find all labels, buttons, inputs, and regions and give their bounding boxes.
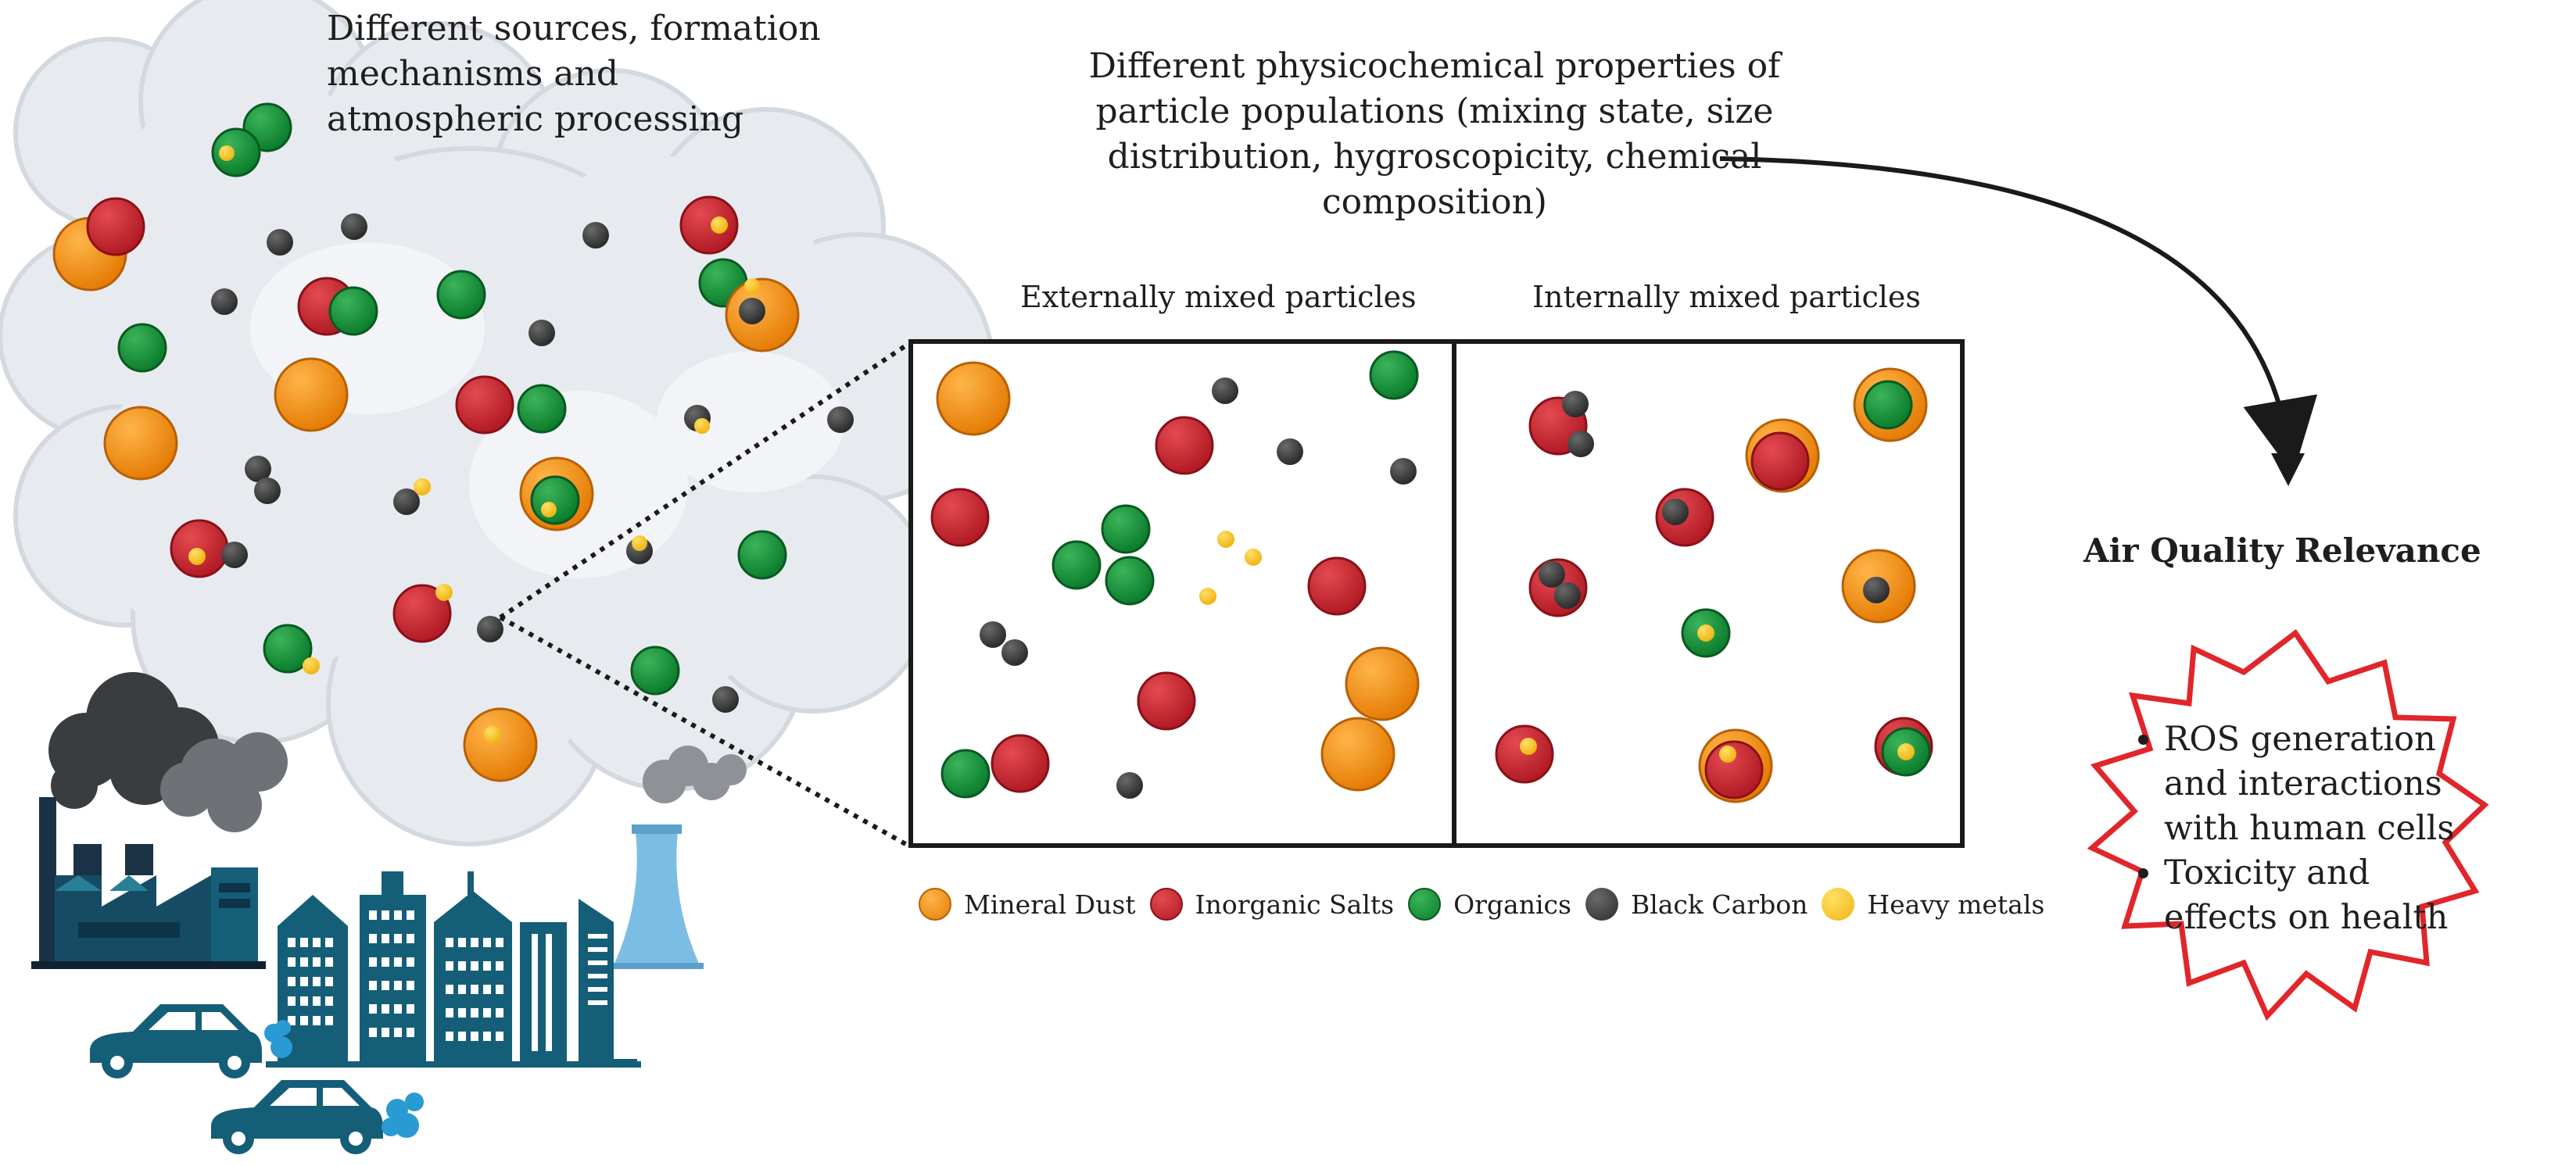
cooling-tower-icon [610,824,704,969]
heavy-metal-particle [435,584,453,601]
organic-particle [630,646,680,696]
bc-particle [254,477,281,504]
zoom-lines [499,342,910,848]
internal-particles [1495,367,1933,803]
bc-particle [528,320,555,346]
legend-label: Black Carbon [1630,889,1808,920]
external-particles [930,350,1420,799]
legend: Mineral Dust Inorganic Salts Organics Bl… [919,888,2058,921]
car-icon [90,1004,292,1078]
heavy-metal-particle [694,418,710,434]
arrow-head-icon [2271,453,2305,486]
bc-particle [393,488,420,515]
air-quality-bullets: ROS generation and interactions with hum… [2120,717,2461,940]
heavy-metal-particle [711,216,728,234]
salt-particle [86,197,145,256]
organic-particle [117,323,167,373]
organic-particle [737,530,787,580]
bc-particle [582,222,609,249]
black-carbon-swatch [1585,888,1618,921]
heavy-metal-particle [541,502,557,517]
cloud-particles [52,102,854,782]
organic-particle [263,624,313,674]
organic-particle [436,270,486,320]
bc-particle [712,686,739,713]
car-icon [211,1080,424,1154]
bc-particle [267,229,293,256]
legend-label: Organics [1453,889,1571,920]
heavy-metal-particle [188,548,206,565]
starburst-shape [2087,628,2489,1021]
bc-particle [341,213,367,240]
legend-item-inorganic-salts: Inorganic Salts [1149,888,1395,921]
organic-particle [211,127,261,177]
air-quality-title: Air Quality Relevance [2083,531,2481,570]
salt-particle [679,195,739,255]
properties-text: Different physicochemical properties of … [1088,46,1781,222]
legend-label: Heavy metals [1867,889,2045,920]
internal-mix-title: Internally mixed particles [1532,280,1921,314]
dust-particle [103,406,178,481]
organic-particle [517,384,567,434]
salt-particle [455,375,514,435]
sources-text: Different sources, formation mechanisms … [327,9,821,139]
legend-item-mineral-dust: Mineral Dust [919,888,1136,921]
mineral-dust-swatch [919,888,951,921]
salt-particle [392,584,452,643]
bc-particle [221,542,248,568]
dust-particle [463,707,538,782]
heavy-metal-particle [414,478,431,495]
legend-item-organics: Organics [1408,888,1571,921]
dust-particle [274,357,349,432]
bullet-item: Toxicity and effects on health [2164,851,2461,940]
legend-label: Inorganic Salts [1195,889,1395,920]
heavy-metal-particle [484,726,501,743]
inorganic-salts-swatch [1149,888,1183,921]
bc-particle [211,288,238,315]
legend-item-black-carbon: Black Carbon [1585,888,1807,921]
organic-particle [530,475,580,525]
heavy-metal-particle [303,657,320,674]
organic-particle [328,286,378,336]
heavy-metal-particle [744,278,760,294]
bc-particle [477,616,503,642]
bullet-item: ROS generation and interactions with hum… [2164,717,2461,851]
heavy-metal-particle [219,145,235,161]
legend-label: Mineral Dust [964,889,1136,920]
bc-particle [827,406,854,433]
curved-arrow [1719,156,2318,475]
legend-item-heavy-metals: Heavy metals [1822,888,2044,921]
factory-icon [31,672,747,969]
bc-particle [245,456,271,482]
organics-swatch [1408,888,1442,921]
external-mix-title: Externally mixed particles [1020,280,1417,314]
heavy-metals-swatch [1822,888,1855,921]
city-windows [288,910,607,1051]
heavy-metal-particle [632,535,647,551]
bc-particle [739,298,765,324]
